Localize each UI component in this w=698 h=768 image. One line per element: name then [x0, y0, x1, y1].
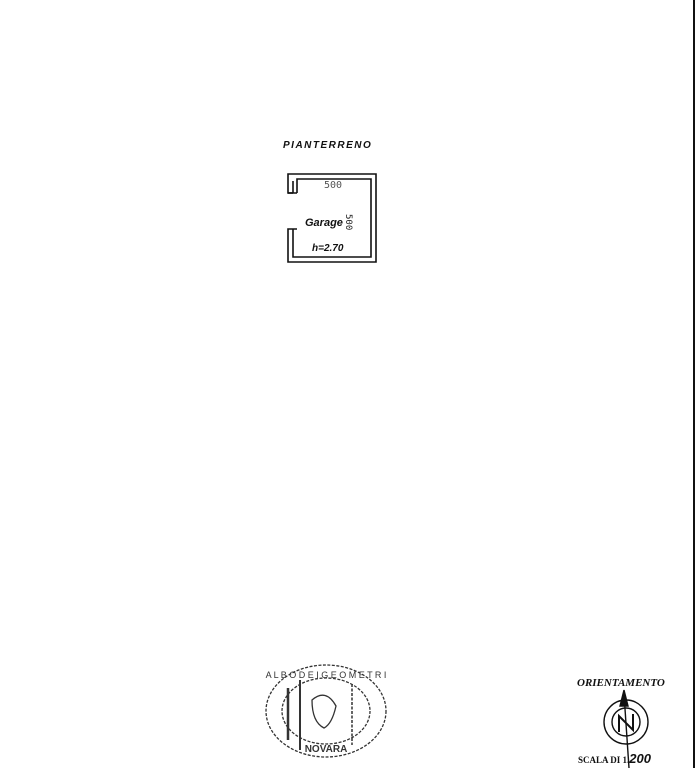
svg-text:NOVARA: NOVARA	[305, 744, 348, 755]
ceiling-height: h=2.70	[312, 243, 344, 254]
orientation-label: ORIENTAMENTO	[577, 677, 665, 689]
garage-walls	[287, 173, 377, 263]
scale-label: SCALA DI 1.200	[578, 751, 651, 766]
room-label-garage: Garage	[305, 217, 343, 229]
scale-prefix: SCALA DI 1.	[578, 755, 630, 765]
north-arrow-icon	[603, 689, 649, 768]
floor-title: PIANTERRENO	[283, 140, 373, 151]
depth-dimension: 500	[343, 214, 353, 231]
svg-text:A L B O D E I G E O M E T R I: A L B O D E I G E O M E T R I	[266, 670, 387, 680]
stamp-seal: A L B O D E I G E O M E T R I NOVARA	[265, 664, 387, 758]
scale-value: 200	[629, 751, 651, 766]
width-dimension: 500	[324, 180, 343, 191]
